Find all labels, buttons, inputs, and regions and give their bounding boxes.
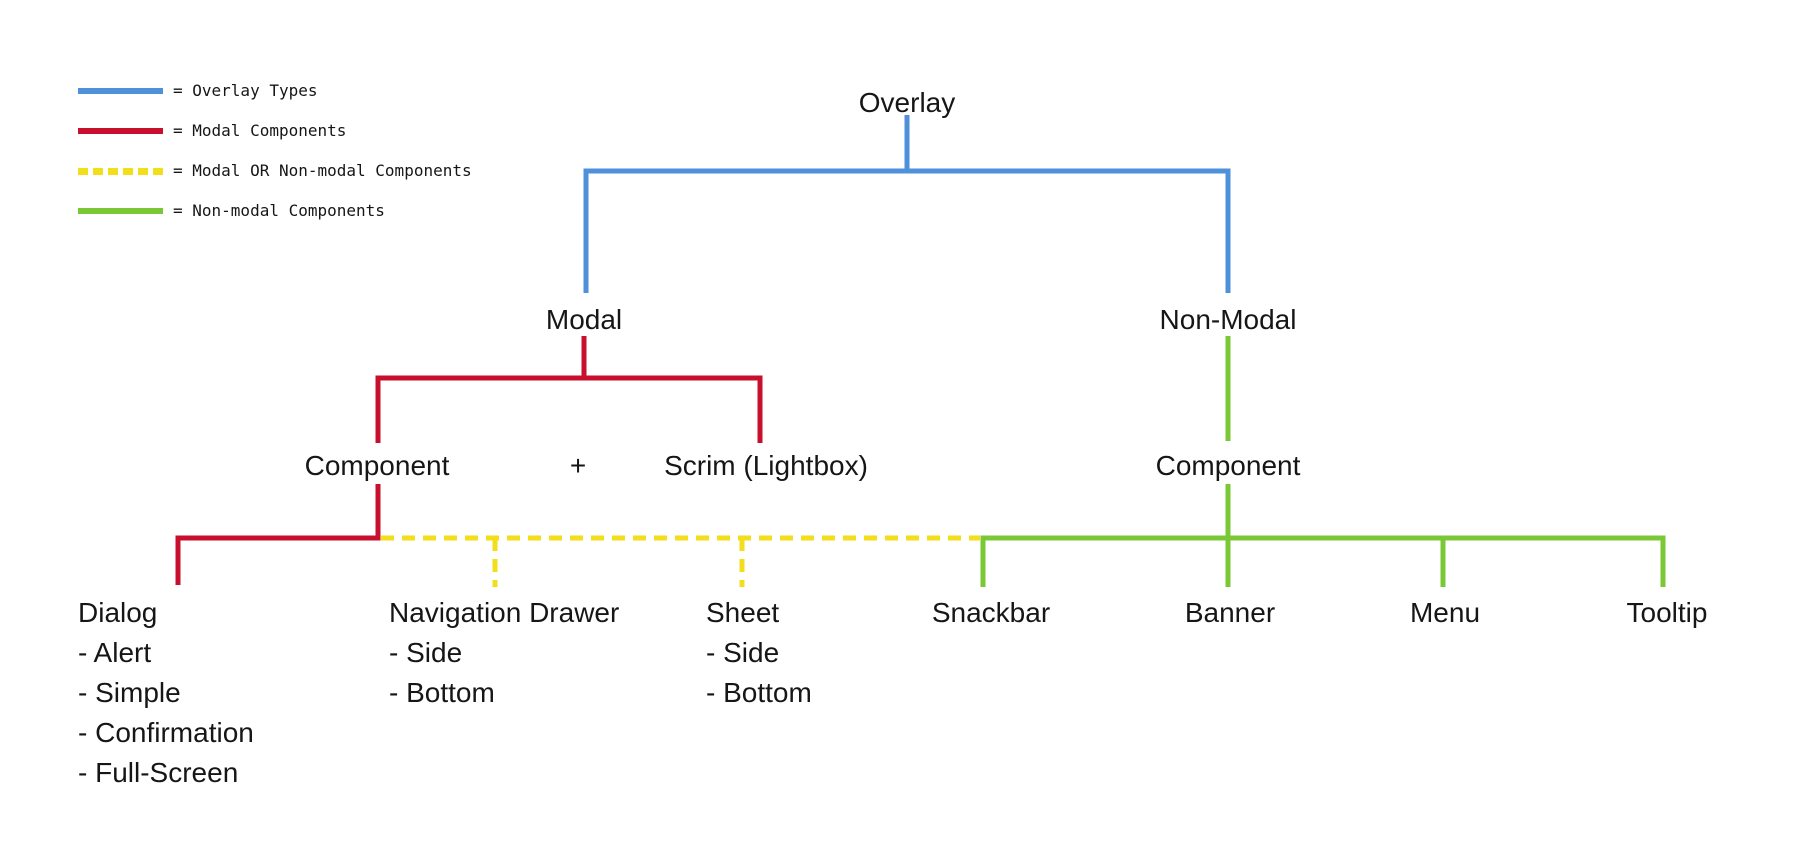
- modal-branch-line: [375, 375, 763, 443]
- node-non-modal: Non-Modal: [1159, 304, 1297, 335]
- leaf-item-simple: - Simple: [78, 677, 181, 708]
- leaf-item-sheet-side: - Side: [706, 637, 780, 668]
- overlay-branch-line: [583, 168, 1231, 293]
- leaf-item-nav-side: - Side: [389, 637, 463, 668]
- leaf-item-full-screen: - Full-Screen: [78, 757, 239, 788]
- legend-row-modal-or-nonmodal: = Modal OR Non-modal Components: [78, 160, 472, 182]
- leaf-menu: Menu: [1409, 597, 1481, 628]
- legend-row-overlay-types: = Overlay Types: [78, 80, 318, 102]
- legend-line-overlay-types: [78, 88, 163, 94]
- node-overlay: Overlay: [858, 87, 956, 118]
- leaf-item-sheet-bottom: - Bottom: [706, 677, 812, 708]
- leaf-title-navigation-drawer: Navigation Drawer: [389, 597, 620, 628]
- leaf-group-navigation-drawer: Navigation Drawer - Side - Bottom: [389, 593, 619, 713]
- leaf-group-sheet: Sheet - Side - Bottom: [706, 593, 812, 713]
- modal-component-to-dialog-line: [175, 484, 381, 585]
- leaf-item-nav-bottom: - Bottom: [389, 677, 495, 708]
- node-scrim-lightbox: Scrim (Lightbox): [664, 450, 868, 481]
- legend-label-modal-components: = Modal Components: [173, 121, 347, 140]
- leaf-title-sheet: Sheet: [706, 597, 780, 628]
- legend-row-nonmodal-components: = Non-modal Components: [78, 200, 385, 222]
- legend-label-nonmodal-components: = Non-modal Components: [173, 201, 385, 220]
- leaf-banner: Banner: [1184, 597, 1276, 628]
- leaf-tooltip: Tooltip: [1626, 597, 1708, 628]
- legend-line-modal-components: [78, 128, 163, 134]
- legend-line-modal-or-nonmodal: [78, 167, 163, 175]
- nonmodal-branch-line: [980, 535, 1666, 587]
- leaf-item-confirmation: - Confirmation: [78, 717, 254, 748]
- legend-label-overlay-types: = Overlay Types: [173, 81, 318, 100]
- node-modal-component: Component: [304, 450, 450, 481]
- leaf-snackbar: Snackbar: [931, 597, 1051, 628]
- leaf-title-dialog: Dialog: [78, 597, 158, 628]
- leaf-group-dialog: Dialog - Alert - Simple - Confirmation -…: [78, 593, 254, 793]
- node-nonmodal-component: Component: [1155, 450, 1301, 481]
- legend-line-nonmodal-components: [78, 208, 163, 214]
- legend-row-modal-components: = Modal Components: [78, 120, 346, 142]
- node-modal: Modal: [545, 304, 623, 335]
- leaf-item-alert: - Alert: [78, 637, 152, 668]
- plus-sign: +: [569, 450, 587, 481]
- legend-label-modal-or-nonmodal: = Modal OR Non-modal Components: [173, 161, 472, 180]
